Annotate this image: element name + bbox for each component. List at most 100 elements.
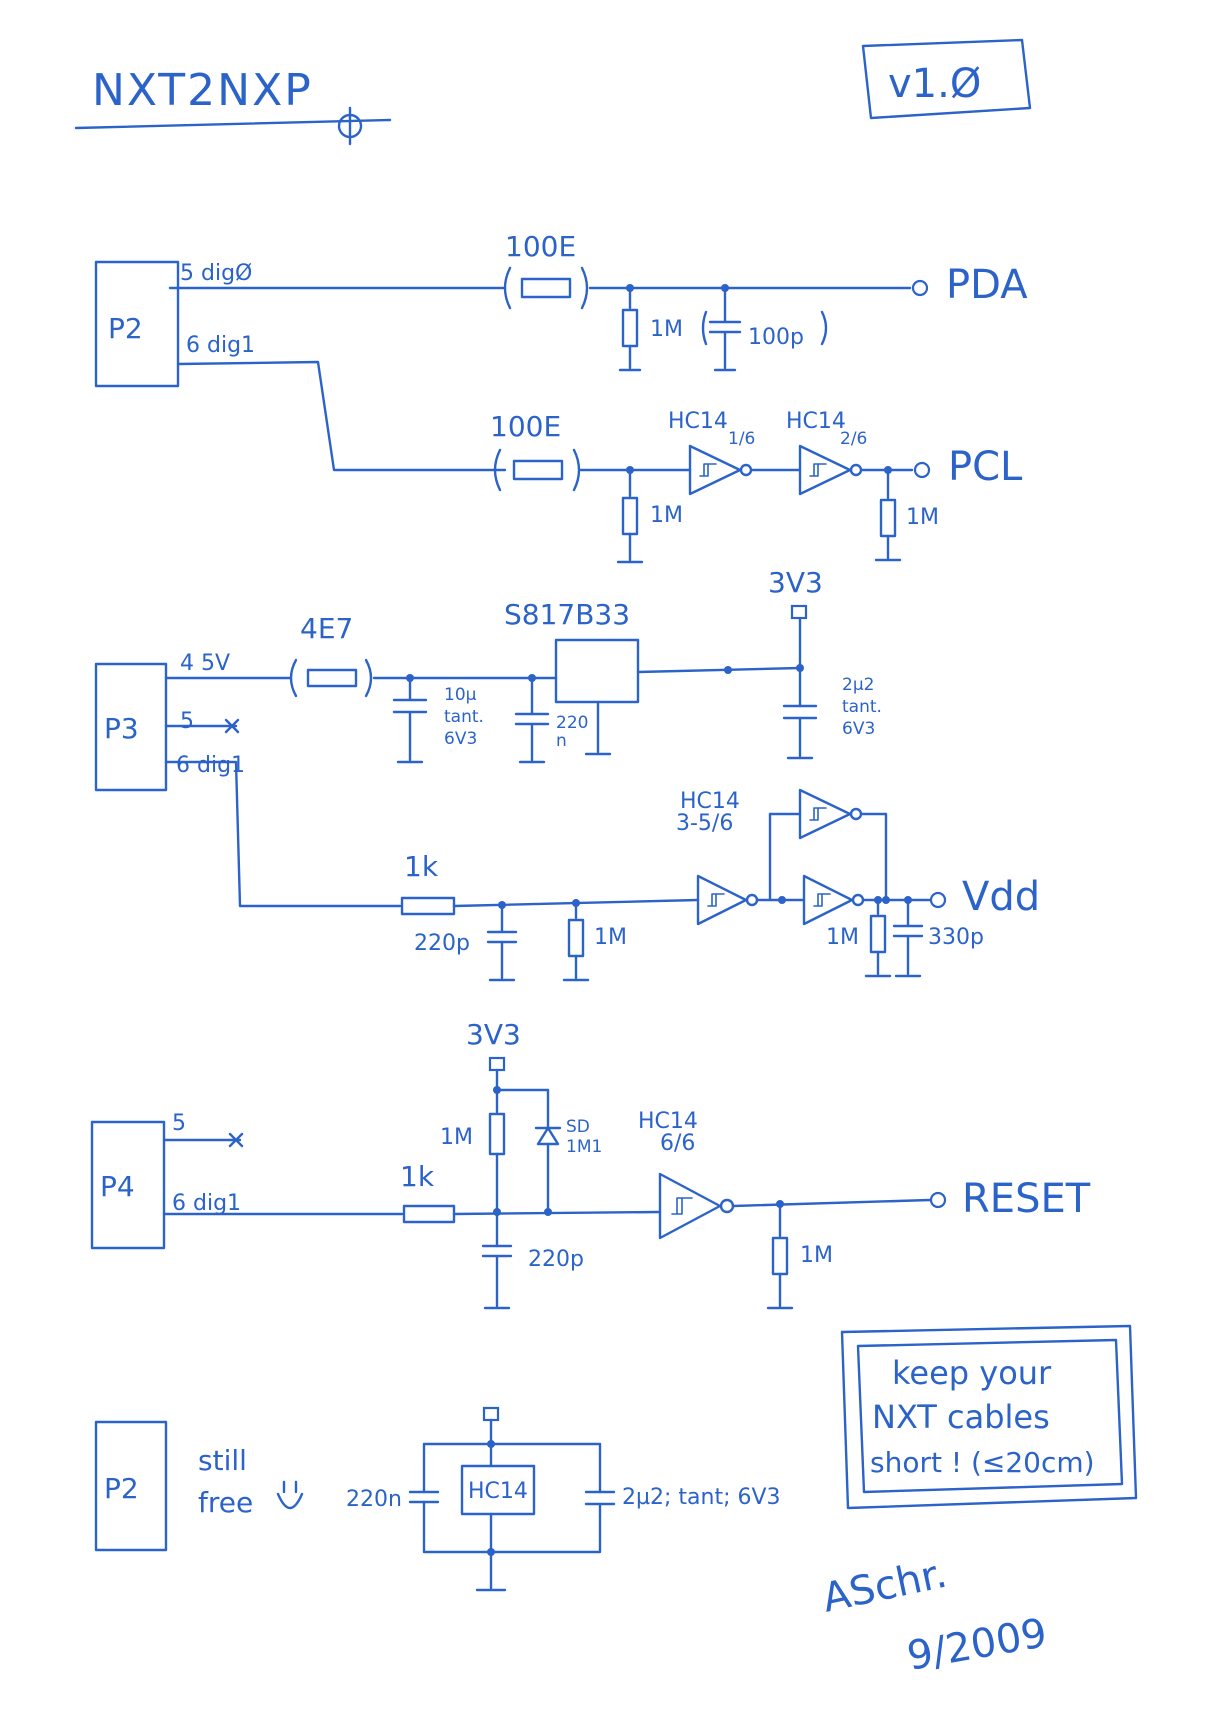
schmitt-inverter-gate4 bbox=[798, 788, 863, 840]
schmitt-inverter-gate3 bbox=[696, 874, 759, 926]
out-pcl-label: PCL bbox=[948, 444, 1023, 490]
ground-symbol-icon bbox=[337, 106, 363, 146]
smiley-icon bbox=[276, 1480, 304, 1510]
diode-icon bbox=[534, 1126, 562, 1146]
connector-p4-label: P4 bbox=[100, 1170, 135, 1203]
section-p2: P2 5 digØ 100E PDA 1M 100p 6 dig1 bbox=[94, 230, 1028, 564]
p4-pin6-label: 6 dig1 bbox=[172, 1191, 241, 1216]
connector-p2 bbox=[94, 260, 180, 388]
resistor-r5 bbox=[879, 498, 897, 538]
version-label: v1.Ø bbox=[888, 61, 981, 107]
r2-value: 1M bbox=[650, 317, 683, 342]
schematic-title: NXT2NXP bbox=[92, 65, 313, 116]
c4-value: 2µ2 bbox=[842, 675, 874, 695]
r5-value: 1M bbox=[906, 505, 939, 530]
pin-reset bbox=[929, 1191, 947, 1209]
pin-pcl bbox=[913, 461, 931, 479]
c5-value: 220p bbox=[414, 931, 470, 956]
p4-pin5-label: 5 bbox=[172, 1111, 186, 1136]
supply-3v3-label-p4: 3V3 bbox=[466, 1018, 521, 1051]
gate2-name: HC14 bbox=[786, 409, 846, 434]
resistor-r6: 4E7 bbox=[289, 612, 373, 698]
signature: ASchr. 9/2009 bbox=[819, 1551, 1051, 1680]
note-line2: NXT cables bbox=[872, 1398, 1050, 1436]
r1-value: 100E bbox=[505, 230, 576, 263]
c3-value-a: 220 bbox=[556, 713, 588, 733]
p3-pin5-label: 5 bbox=[180, 709, 194, 734]
c4-type: tant. bbox=[842, 697, 882, 717]
c1-value: 100p bbox=[748, 325, 804, 350]
gate1-unit: 1/6 bbox=[728, 429, 755, 449]
section-bottom: P2 still free HC14 220n 2µ2; tant; 6V3 bbox=[94, 1406, 781, 1592]
diode-value: 1M1 bbox=[566, 1137, 602, 1157]
r3-value: 100E bbox=[490, 410, 561, 443]
c6-value: 330p bbox=[928, 925, 984, 950]
r7-value: 1k bbox=[404, 850, 439, 883]
resistor-r12 bbox=[771, 1236, 789, 1276]
pin-pda bbox=[911, 279, 929, 297]
c7-value: 220p bbox=[528, 1247, 584, 1272]
resistor-r10 bbox=[402, 1204, 456, 1224]
r12-value: 1M bbox=[800, 1243, 833, 1268]
resistor-r1: 100E bbox=[503, 230, 589, 310]
pin-vdd bbox=[929, 891, 947, 909]
connector-p2-spare bbox=[94, 1420, 168, 1552]
gates-unit: 3-5/6 bbox=[676, 811, 733, 836]
c2-value: 10µ bbox=[444, 685, 477, 705]
schmitt-inverter-gate6 bbox=[658, 1172, 735, 1240]
p2-pin5-label: 5 digØ bbox=[180, 261, 252, 286]
gate1-name: HC14 bbox=[668, 409, 728, 434]
header: NXT2NXP v1.Ø bbox=[74, 38, 1032, 146]
gate6-unit: 6/6 bbox=[660, 1131, 695, 1156]
connector-p4 bbox=[90, 1120, 166, 1250]
signature-initials: ASchr. bbox=[819, 1551, 951, 1622]
resistor-r9 bbox=[869, 914, 887, 954]
out-pda-label: PDA bbox=[946, 262, 1028, 308]
r9-value: 1M bbox=[826, 925, 859, 950]
c4-volt: 6V3 bbox=[842, 719, 875, 739]
c2-volt: 6V3 bbox=[444, 729, 477, 749]
r4-value: 1M bbox=[650, 503, 683, 528]
resistor-r3: 100E bbox=[490, 410, 581, 492]
section-p4: P4 5 6 dig1 1k 3V3 1M SD 1M1 220p bbox=[90, 1018, 1091, 1310]
supply-3v3-label: 3V3 bbox=[768, 566, 823, 599]
section-p3: P3 4 5V 4E7 10µ tant. 6V3 220 n S817B33 … bbox=[94, 566, 1040, 982]
signature-date: 9/2009 bbox=[904, 1610, 1051, 1680]
r6-value: 4E7 bbox=[300, 612, 353, 645]
supply-terminal-bottom bbox=[482, 1406, 500, 1422]
resistor-r4 bbox=[621, 496, 639, 536]
no-connect-icon bbox=[224, 718, 240, 734]
r8-value: 1M bbox=[594, 925, 627, 950]
resistor-r8 bbox=[567, 918, 585, 958]
connector-p3-label: P3 bbox=[104, 712, 139, 745]
resistor-r11 bbox=[488, 1112, 506, 1156]
out-reset-label: RESET bbox=[962, 1176, 1091, 1222]
gate6-name: HC14 bbox=[638, 1109, 698, 1134]
connector-p2-label: P2 bbox=[108, 312, 143, 345]
schmitt-inverter-gate1 bbox=[688, 444, 753, 496]
resistor-r2 bbox=[621, 308, 639, 348]
c3-value-b: n bbox=[556, 731, 567, 751]
regulator-ic bbox=[554, 638, 640, 704]
schmitt-inverter-gate5 bbox=[802, 874, 865, 926]
c8-value: 220n bbox=[346, 1487, 402, 1512]
schmitt-inverter-gate2 bbox=[798, 444, 863, 496]
c2-type: tant. bbox=[444, 707, 484, 727]
r10-value: 1k bbox=[400, 1160, 435, 1193]
resistor-r7 bbox=[400, 896, 456, 916]
c9-value: 2µ2; tant; 6V3 bbox=[622, 1485, 781, 1510]
note-line1: keep your bbox=[892, 1354, 1052, 1392]
out-vdd-label: Vdd bbox=[962, 874, 1040, 920]
connector-p2-spare-label: P2 bbox=[104, 1472, 139, 1505]
regulator-label: S817B33 bbox=[504, 598, 630, 631]
no-connect-icon-p4 bbox=[228, 1132, 244, 1148]
still-free-line2: free bbox=[198, 1486, 253, 1519]
note-box: keep your NXT cables short ! (≤20cm) bbox=[840, 1324, 1138, 1510]
gates-name: HC14 bbox=[680, 789, 740, 814]
p2-pin6-label: 6 dig1 bbox=[186, 333, 255, 358]
supply-3v3-terminal-p4 bbox=[488, 1056, 506, 1072]
gate2-unit: 2/6 bbox=[840, 429, 867, 449]
hc14-chip-label: HC14 bbox=[468, 1479, 528, 1504]
version-box: v1.Ø bbox=[861, 38, 1032, 120]
r11-value: 1M bbox=[440, 1125, 473, 1150]
